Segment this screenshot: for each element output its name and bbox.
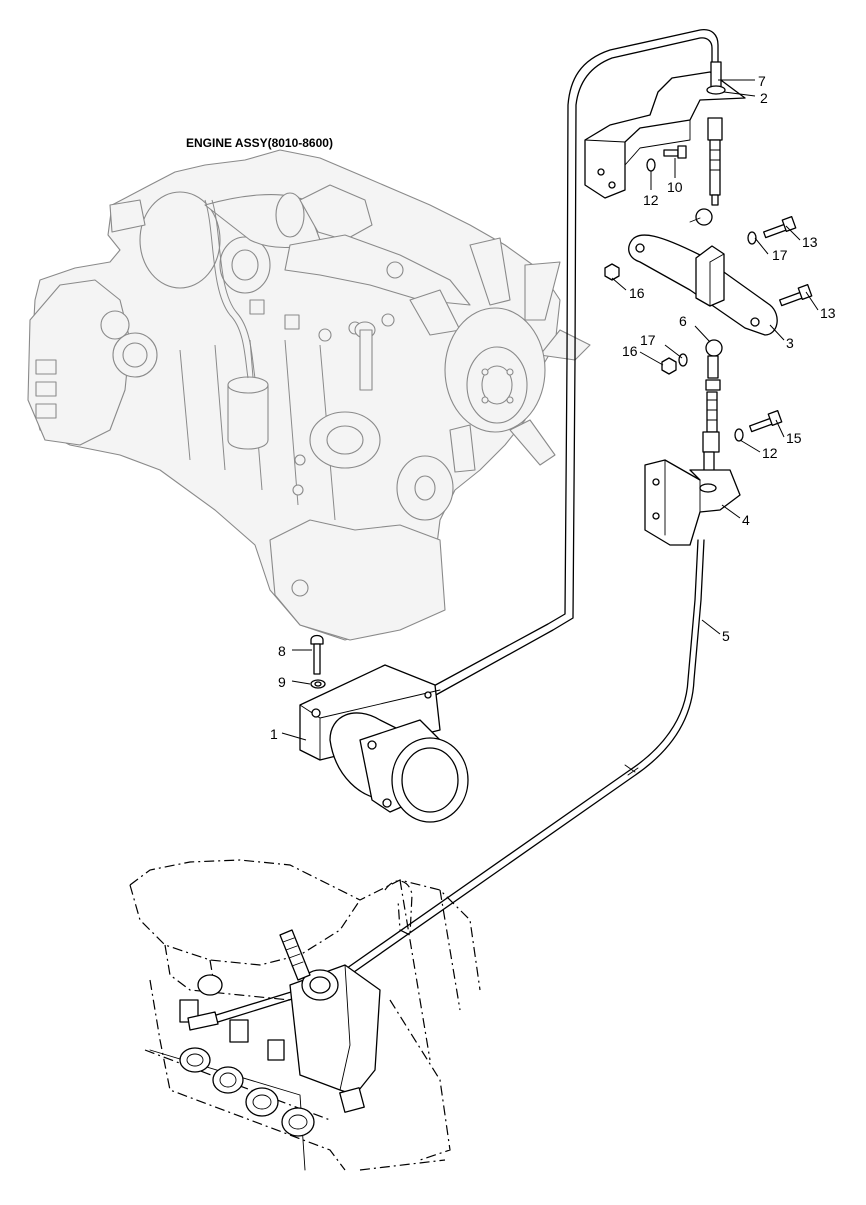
actuator xyxy=(299,634,469,823)
callout-1: 1 xyxy=(270,726,278,742)
turnbuckle-rod xyxy=(689,61,726,226)
callout-17: 17 xyxy=(640,332,656,348)
callout-8: 8 xyxy=(278,643,286,659)
control-cable xyxy=(429,29,719,697)
callout-5: 5 xyxy=(722,628,730,644)
callout-3: 3 xyxy=(786,335,794,351)
bolt-10-washer-12 xyxy=(646,145,687,172)
callout-labels: 7 2 12 10 13 17 16 13 6 3 17 16 15 12 4 … xyxy=(270,73,836,742)
callout-12: 12 xyxy=(643,192,659,208)
fasteners-lower xyxy=(734,410,783,442)
callout-17: 17 xyxy=(772,247,788,263)
ball-joint xyxy=(702,339,723,483)
engine-assembly xyxy=(27,149,591,641)
upper-bracket xyxy=(584,71,746,199)
cab-area xyxy=(129,859,481,1171)
callout-16: 16 xyxy=(622,343,638,359)
callout-10: 10 xyxy=(667,179,683,195)
callout-13: 13 xyxy=(820,305,836,321)
lower-bracket xyxy=(644,459,741,546)
link-plate xyxy=(628,234,778,336)
callout-4: 4 xyxy=(742,512,750,528)
callout-2: 2 xyxy=(760,90,768,106)
callout-7: 7 xyxy=(758,73,766,89)
fasteners-upper xyxy=(604,216,813,375)
leader-lines xyxy=(281,79,819,741)
callout-9: 9 xyxy=(278,674,286,690)
lower-cable xyxy=(199,539,705,1027)
callout-16: 16 xyxy=(629,285,645,301)
callout-13: 13 xyxy=(802,234,818,250)
callout-6: 6 xyxy=(679,313,687,329)
callout-15: 15 xyxy=(786,430,802,446)
engine-assy-title: ENGINE ASSY(8010-8600) xyxy=(186,136,333,150)
callout-12: 12 xyxy=(762,445,778,461)
